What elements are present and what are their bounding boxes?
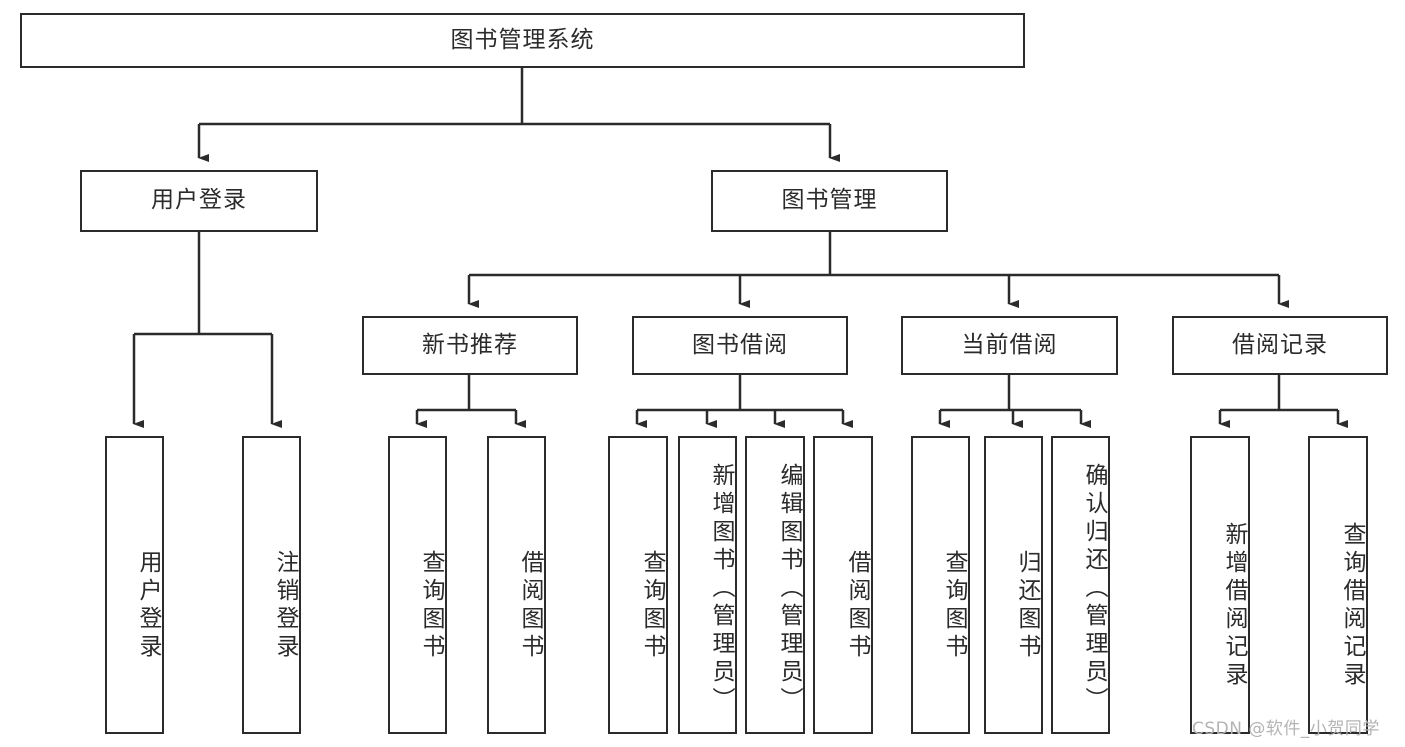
node-user-login-label: 用户登录 [151, 187, 247, 214]
node-leaf-query-book-2-label: 查询图书 [639, 550, 665, 662]
node-borrow-record-label: 借阅记录 [1232, 331, 1328, 358]
node-leaf-borrow-book-2-label: 借阅图书 [844, 550, 870, 662]
node-leaf-add-record-label: 新增借阅记录 [1221, 522, 1247, 690]
node-leaf-borrow-book-2[interactable]: 借阅图书 [813, 436, 873, 734]
node-leaf-query-book-2[interactable]: 查询图书 [608, 436, 668, 734]
node-leaf-edit-book-label: 编辑图书（管理员） [776, 463, 802, 715]
node-leaf-query-book-1[interactable]: 查询图书 [388, 436, 447, 734]
node-user-login[interactable]: 用户登录 [80, 170, 318, 232]
node-leaf-borrow-book-1-label: 借阅图书 [517, 550, 543, 662]
node-borrow-record[interactable]: 借阅记录 [1172, 316, 1388, 375]
node-root-label: 图书管理系统 [450, 26, 595, 53]
node-leaf-user-login[interactable]: 用户登录 [105, 436, 164, 734]
node-leaf-return-book[interactable]: 归还图书 [984, 436, 1043, 734]
node-current-borrow[interactable]: 当前借阅 [901, 316, 1118, 375]
node-book-manage[interactable]: 图书管理 [711, 170, 948, 232]
csdn-watermark: CSDN @软件_小贺同学 [1192, 719, 1380, 739]
node-current-borrow-label: 当前借阅 [961, 331, 1058, 358]
node-leaf-logout-login-label: 注销登录 [272, 550, 298, 662]
node-leaf-borrow-book-1[interactable]: 借阅图书 [487, 436, 546, 734]
node-new-book-recommend-label: 新书推荐 [422, 331, 518, 358]
node-leaf-query-record-label: 查询借阅记录 [1339, 522, 1365, 690]
node-leaf-edit-book[interactable]: 编辑图书（管理员） [745, 436, 805, 734]
node-leaf-query-book-1-label: 查询图书 [418, 550, 444, 662]
node-leaf-user-login-label: 用户登录 [135, 550, 161, 662]
node-leaf-add-book-label: 新增图书（管理员） [708, 463, 734, 715]
node-new-book-recommend[interactable]: 新书推荐 [362, 316, 578, 375]
node-leaf-query-record[interactable]: 查询借阅记录 [1308, 436, 1368, 734]
node-book-manage-label: 图书管理 [781, 187, 878, 214]
node-leaf-return-book-label: 归还图书 [1014, 550, 1040, 662]
node-leaf-add-book[interactable]: 新增图书（管理员） [678, 436, 737, 734]
node-leaf-add-record[interactable]: 新增借阅记录 [1190, 436, 1250, 734]
node-leaf-query-book-3[interactable]: 查询图书 [911, 436, 970, 734]
node-book-borrow[interactable]: 图书借阅 [632, 316, 848, 375]
node-leaf-query-book-3-label: 查询图书 [941, 550, 967, 662]
node-leaf-logout-login[interactable]: 注销登录 [242, 436, 301, 734]
node-book-borrow-label: 图书借阅 [692, 331, 788, 358]
node-leaf-confirm-return[interactable]: 确认归还（管理员） [1051, 436, 1110, 734]
node-leaf-confirm-return-label: 确认归还（管理员） [1081, 463, 1107, 715]
node-root[interactable]: 图书管理系统 [20, 13, 1025, 68]
